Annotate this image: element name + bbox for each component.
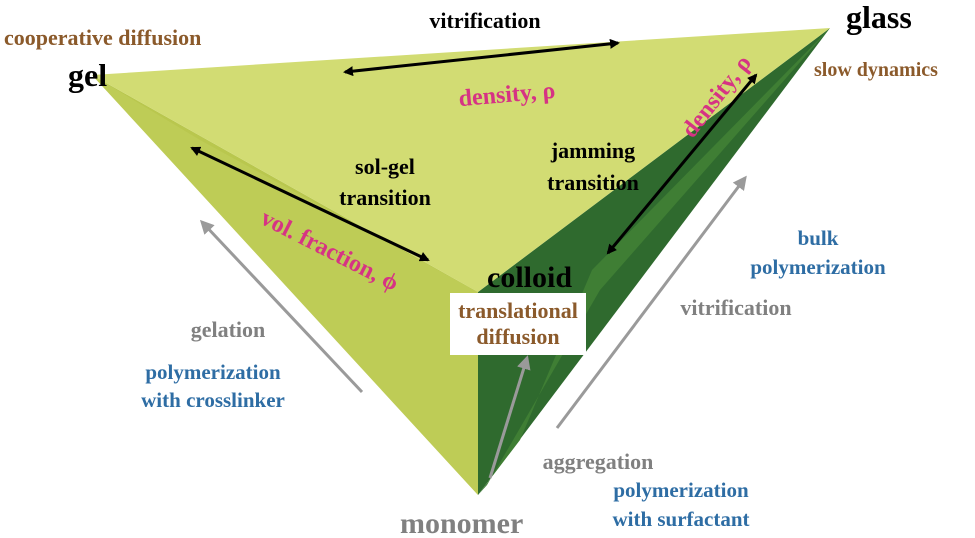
process-gelation-method-line2: with crosslinker <box>141 388 285 412</box>
arrow-gel-colloid <box>190 146 430 262</box>
gel-property: cooperative diffusion <box>4 25 201 50</box>
transition-gel-colloid-line1: sol-gel <box>355 154 415 179</box>
transition-colloid-glass-line1: jamming <box>550 138 635 163</box>
glass-property: slow dynamics <box>814 59 938 81</box>
arrow-monomer-colloid <box>488 355 531 479</box>
vertex-gel: gel <box>68 57 107 93</box>
process-vitrification-method-line2: polymerization <box>750 255 886 279</box>
process-vitrification: vitrification <box>680 295 791 320</box>
vertex-monomer: monomer <box>400 507 523 538</box>
arrow-monomer-glass <box>555 175 747 429</box>
arrow-monomer-gel <box>199 219 364 394</box>
arrow-colloid-glass <box>606 73 758 255</box>
vertex-colloid: colloid <box>487 261 572 294</box>
vertex-glass: glass <box>846 0 912 35</box>
process-vitrification-method-line1: bulk <box>798 226 839 250</box>
process-aggregation-method-line2: with surfactant <box>612 507 749 531</box>
colloid-property-line1: translational <box>458 298 578 323</box>
process-gelation-method-line1: polymerization <box>145 360 281 384</box>
transition-colloid-glass-line2: transition <box>547 170 639 195</box>
face-right-light-edge <box>478 28 830 495</box>
colloid-property-box <box>450 293 586 355</box>
process-aggregation-method-line1: polymerization <box>613 478 749 502</box>
process-gelation: gelation <box>191 317 266 342</box>
process-aggregation: aggregation <box>543 449 654 474</box>
arrow-gel-glass <box>343 38 620 77</box>
colloid-property-line2: diffusion <box>476 324 559 349</box>
transition-gel-colloid-line2: transition <box>339 185 431 210</box>
transition-gel-glass: vitrification <box>429 8 540 33</box>
face-left-shade <box>92 75 478 495</box>
